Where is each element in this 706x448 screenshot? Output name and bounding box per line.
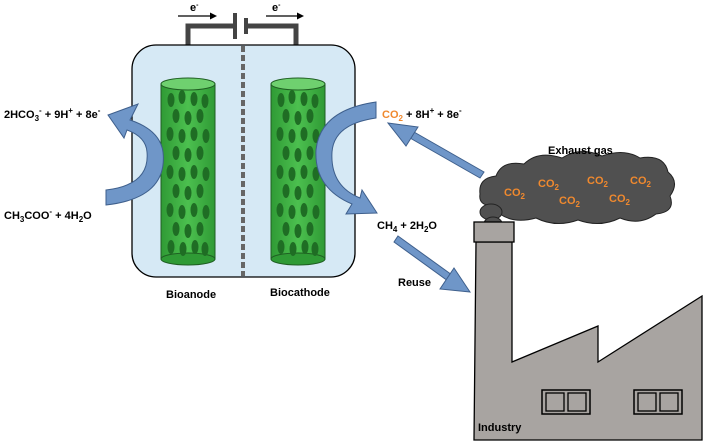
industry-label: Industry — [478, 422, 522, 434]
co2-capture-arrow — [386, 122, 485, 179]
cathode-conversion-arrow — [315, 101, 378, 215]
cathode-reactant-label: CO2 + 8H+ + 8e- — [382, 106, 462, 123]
cathode-product-label: CH4 + 2H2O — [377, 220, 437, 234]
factory-window — [633, 389, 683, 415]
electron-label-right: e- — [272, 2, 281, 14]
anode-conversion-arrow — [105, 103, 164, 206]
co2-molecule: CO2 — [609, 193, 631, 207]
factory-window — [541, 389, 591, 415]
co2-molecule: CO2 — [587, 175, 609, 189]
bioanode-label: Bioanode — [166, 289, 216, 301]
battery-plate-long — [233, 13, 237, 39]
anode-substrate-label: CH3COO- + 4H2O — [4, 207, 92, 224]
chimney-top — [473, 221, 515, 243]
co2-molecule: CO2 — [538, 178, 560, 192]
biocathode-electrode — [270, 77, 326, 266]
reuse-arrow — [393, 235, 472, 293]
anode-product-label: 2HCO3- + 9H+ + 8e- — [4, 106, 101, 123]
co2-molecules: CO2 CO2 CO2 CO2 CO2 CO2 — [504, 175, 652, 209]
battery-plate-short — [244, 18, 248, 34]
co2-molecule: CO2 — [630, 175, 652, 189]
factory-building — [473, 221, 703, 441]
co2-molecule: CO2 — [559, 195, 581, 209]
exhaust-gas-title: Exhaust gas — [548, 145, 613, 157]
reuse-label: Reuse — [398, 277, 431, 289]
biocathode-label: Biocathode — [270, 287, 330, 299]
bioanode-electrode — [160, 77, 216, 266]
exhaust-cloud — [479, 151, 675, 232]
co2-molecule: CO2 — [504, 187, 526, 201]
electron-label-left: e- — [190, 2, 199, 14]
